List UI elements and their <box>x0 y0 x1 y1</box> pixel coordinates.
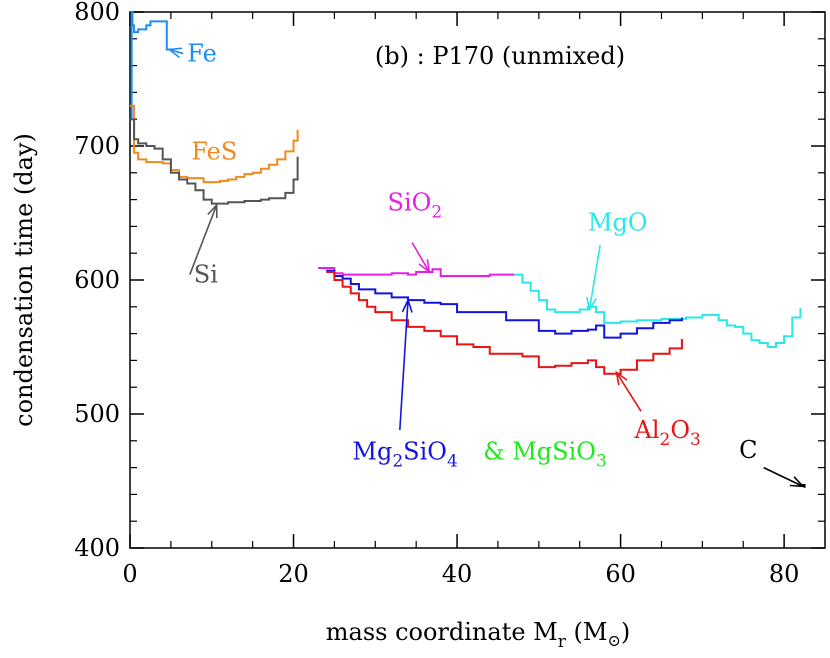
y-tick-label: 700 <box>74 132 120 160</box>
x-tick-label: 20 <box>278 560 309 588</box>
series-al2o3-line <box>326 270 683 375</box>
annotation-arrow-shaft <box>615 372 642 412</box>
series-fes-line <box>130 104 299 184</box>
annotation-label: SiO2 <box>388 188 443 222</box>
annotation-label: Mg2SiO4 <box>352 438 457 472</box>
annotation-arrow-head <box>789 476 805 488</box>
series-sio2-line <box>318 266 515 277</box>
x-axis-label-main: mass coordinate M <box>326 618 558 646</box>
annotation-label: C <box>739 436 757 464</box>
annotation-label: Si <box>194 261 218 289</box>
annotation-arrow-shaft <box>189 204 218 275</box>
x-axis-label-unit-open: (M <box>566 618 608 646</box>
annotation-label: Al2O3 <box>633 416 700 450</box>
x-tick-label: 0 <box>122 560 137 588</box>
y-tick-label: 400 <box>74 534 120 562</box>
series-fe-line <box>130 11 171 121</box>
x-tick-label: 40 <box>442 560 473 588</box>
annotation-arrow-head <box>401 297 413 313</box>
annotation-arrow-shaft <box>763 466 804 488</box>
annotation-arrow-shaft <box>169 48 184 55</box>
annotation-arrow-head <box>615 370 628 386</box>
y-tick-label: 500 <box>74 400 120 428</box>
x-axis-label-unit-close: ) <box>621 618 630 646</box>
annotation-arrow-shaft <box>399 300 409 431</box>
plot-frame <box>129 11 826 549</box>
series-si-line <box>130 118 299 205</box>
annotation-label: MgO <box>588 208 648 236</box>
y-tick-label: 600 <box>74 266 120 294</box>
annotation-arrow-head <box>418 258 431 274</box>
annotation-arrow-shaft <box>588 245 601 310</box>
x-axis-label: mass coordinate Mr (M⊙) <box>326 618 631 652</box>
x-axis-label-sub: r <box>558 632 567 652</box>
x-tick-label: 60 <box>605 560 636 588</box>
annotation-arrow-head <box>207 202 218 218</box>
annotation-arrow-head <box>167 47 183 59</box>
annotation-arrow-shaft <box>411 242 430 273</box>
y-axis-label: condensation time (day) <box>10 133 38 427</box>
x-tick-label: 80 <box>769 560 800 588</box>
y-tick-label: 800 <box>74 0 120 26</box>
annotation-label: & MgSiO3 <box>483 438 607 472</box>
series-mg2sio4-line <box>326 269 683 339</box>
annotation-arrow-head <box>585 296 597 312</box>
series-mgo-line <box>514 273 802 348</box>
annotation-label: Fe <box>187 40 217 68</box>
chart-title: (b) : P170 (unmixed) <box>375 42 625 70</box>
axis-ticks: 0 20 40 60 80 400 500 600 700 800 <box>74 0 825 588</box>
solar-mass-symbol: ⊙ <box>607 631 620 650</box>
data-series <box>130 11 806 488</box>
annotation-label: FeS <box>191 137 237 165</box>
